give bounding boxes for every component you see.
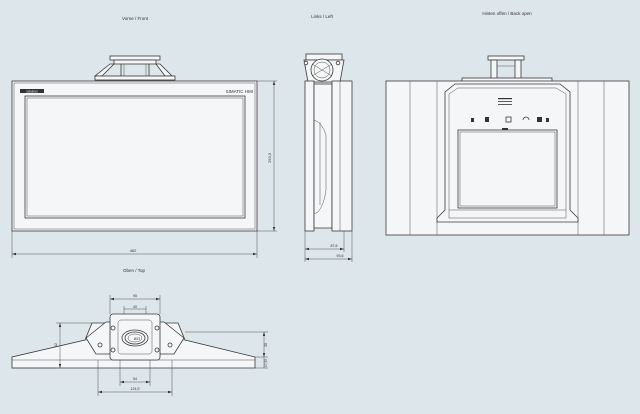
top-view: Oben / Top 95 40 Ø23 <box>11 268 268 396</box>
simatic-hmi-label: SIMATIC HMI <box>226 89 253 94</box>
back-view: Hinten offen / Back open <box>385 11 630 236</box>
top-dim-124: 124,5 <box>131 387 140 391</box>
front-view-title: Vorne / Front <box>122 16 149 21</box>
top-dim-40: 40 <box>133 305 137 309</box>
top-mount-hole <box>121 329 149 347</box>
front-display-area <box>24 95 246 219</box>
siemens-logo-text: SIEMENS <box>26 89 38 93</box>
top-view-title: Oben / Top <box>123 268 145 273</box>
back-port-icons <box>471 116 549 123</box>
siemens-logo <box>20 89 44 93</box>
left-bracket <box>303 53 345 83</box>
front-bracket <box>93 55 176 81</box>
front-height-dim: 293,3 <box>267 152 272 163</box>
front-view: Vorne / Front SIEMENS SIMATIC HMI 462 <box>11 16 277 258</box>
left-view-title: Links / Left <box>311 14 334 19</box>
top-dim-54: 54 <box>133 377 137 381</box>
back-view-title: Hinten offen / Back open <box>482 11 532 16</box>
top-dim-dia23: Ø23 <box>134 337 141 341</box>
top-dim-1755: 17,55 <box>264 359 268 367</box>
front-housing <box>11 80 258 232</box>
top-dim-35: 35 <box>264 343 268 347</box>
back-bracket <box>461 55 553 83</box>
side-depth-dim-2: 93,6 <box>337 254 344 258</box>
left-view: Links / Left 87,6 93, <box>303 14 353 262</box>
side-depth-dim-1: 87,6 <box>331 244 338 248</box>
left-body <box>304 80 353 232</box>
top-dim-62: 62 <box>54 343 58 347</box>
front-width-dim: 462 <box>130 248 137 253</box>
top-dim-95: 95 <box>133 294 137 298</box>
